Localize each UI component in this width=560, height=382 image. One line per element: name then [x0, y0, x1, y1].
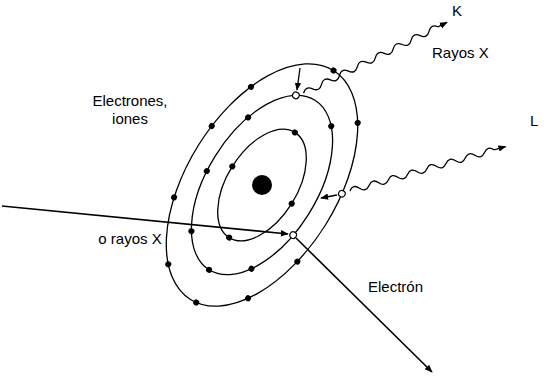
particle-label: Electrones, iones	[84, 92, 176, 128]
nucleus	[252, 175, 272, 195]
atom	[124, 27, 399, 342]
electrons	[124, 27, 398, 340]
middle-orbit	[162, 71, 361, 299]
inner-orbit	[199, 114, 324, 256]
transition-arrow	[321, 195, 337, 198]
outer-orbit	[127, 31, 397, 339]
electron-label: Electrón	[368, 278, 423, 296]
xray-wave	[349, 144, 506, 194]
particle-label: o rayos X	[92, 230, 168, 248]
shell-label: K	[452, 2, 462, 20]
shell-label: L	[530, 112, 538, 130]
xray-wave	[302, 20, 448, 96]
vacancies	[228, 91, 378, 250]
transition-arrow	[297, 68, 300, 90]
radiation-label: Rayos X	[432, 44, 489, 62]
ejected-electron-arrow	[296, 238, 432, 372]
incoming-arrow	[2, 206, 288, 234]
